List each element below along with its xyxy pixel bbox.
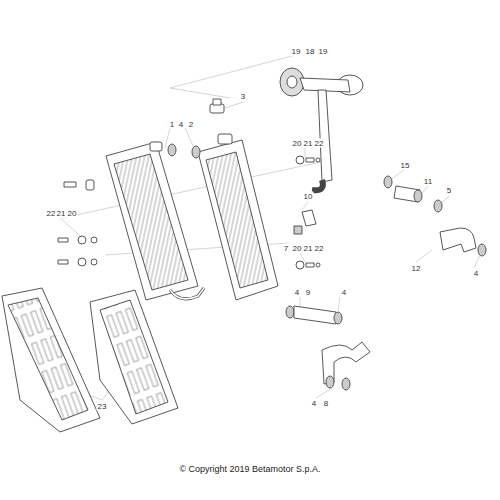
callout-number: 19 (291, 47, 302, 56)
callout-number: 19 (318, 47, 329, 56)
callout-number: 22 (314, 244, 325, 253)
callout-number: 4 (473, 269, 479, 278)
callout-number: 4 (311, 399, 317, 408)
callout-number: 23 (97, 402, 108, 411)
callout-number: 21 (303, 244, 314, 253)
callout-number: 11 (423, 177, 433, 186)
callout-number: 4 (341, 288, 347, 297)
callout-number: 20 (292, 244, 303, 253)
callout-number: 1 (169, 120, 175, 129)
callout-number: 18 (305, 47, 316, 56)
callout-number: 4 (178, 120, 184, 129)
callout-number: 15 (400, 161, 411, 170)
callout-number: 8 (323, 399, 329, 408)
callout-number: 3 (240, 92, 246, 101)
callout-number: 12 (411, 264, 422, 273)
callout-number: 4 (294, 288, 300, 297)
callout-number: 10 (303, 192, 314, 201)
callout-number: 20 (292, 139, 303, 148)
callout-number: 7 (283, 244, 289, 253)
callout-number: 9 (305, 288, 311, 297)
copyright-caption: © Copyright 2019 Betamotor S.p.A. (0, 464, 500, 474)
callout-number: 21 (56, 209, 67, 218)
callout-number: 21 (303, 139, 314, 148)
callout-number: 2 (188, 120, 194, 129)
callout-number: 5 (446, 186, 452, 195)
callout-number: 20 (67, 209, 78, 218)
callout-number: 22 (314, 139, 325, 148)
